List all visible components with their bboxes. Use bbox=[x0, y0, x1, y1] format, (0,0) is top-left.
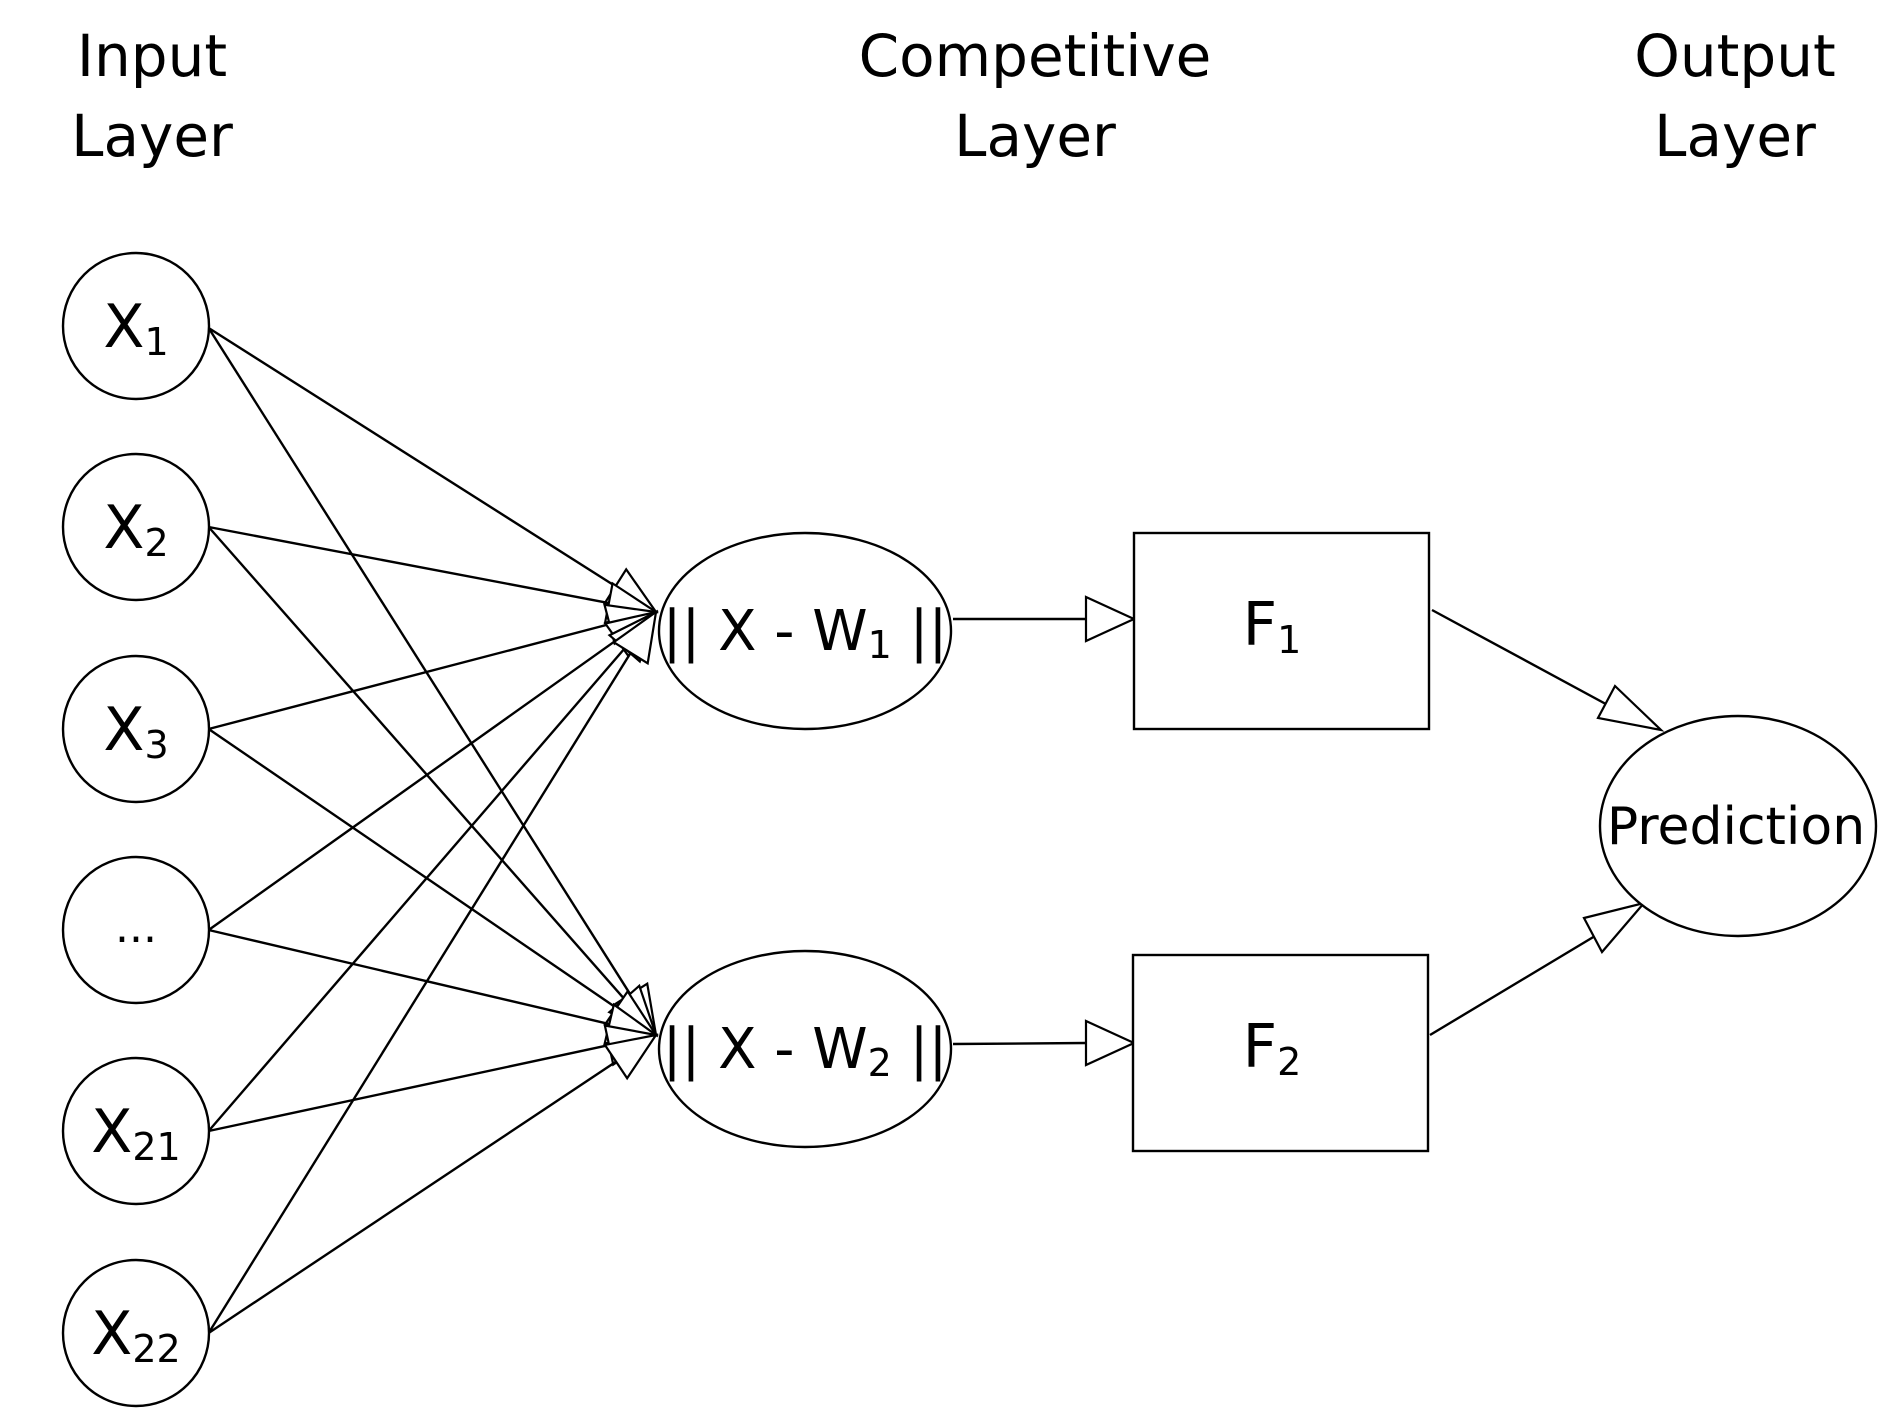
arrowhead bbox=[611, 609, 658, 666]
input-layer-heading: Input Layer bbox=[71, 22, 233, 170]
input-layer-title-line2: Layer bbox=[71, 102, 233, 170]
competitive-node-2: || X - W2 || bbox=[657, 949, 953, 1149]
function-box-f1: F1 bbox=[1132, 531, 1431, 731]
input-node-shape bbox=[61, 855, 211, 1005]
arrowhead bbox=[1084, 595, 1137, 643]
edge-input-1-to-competitive-2 bbox=[207, 327, 658, 1038]
competitive-node-1: || X - W1 || bbox=[657, 531, 953, 731]
edge-f1-to-prediction bbox=[1431, 608, 1665, 732]
competitive-node-1-shape bbox=[657, 531, 953, 731]
input-node-label: X22 bbox=[91, 1299, 180, 1371]
input-node-shape bbox=[61, 1258, 211, 1408]
competitive-node-1-label: || X - W1 || bbox=[663, 599, 948, 667]
edge-input-2-to-competitive-1 bbox=[208, 525, 659, 625]
arrowhead bbox=[1596, 684, 1665, 732]
edge-competitive-1-to-f1 bbox=[953, 595, 1137, 643]
function-box-f2: F2 bbox=[1131, 953, 1430, 1153]
input-node-label: X3 bbox=[103, 695, 168, 767]
edge-input-2-to-competitive-2 bbox=[207, 526, 658, 1038]
input-node-2: X2 bbox=[61, 452, 211, 602]
prediction-node-shape bbox=[1598, 714, 1878, 938]
output-layer-title-line2: Layer bbox=[1654, 102, 1816, 170]
input-node-shape bbox=[61, 452, 211, 602]
function-box-f2-shape bbox=[1131, 953, 1430, 1153]
edge-competitive-2-to-f2 bbox=[952, 1019, 1137, 1067]
output-layer-heading: Output Layer bbox=[1634, 22, 1835, 170]
competitive-layer-title-line2: Layer bbox=[954, 102, 1116, 170]
input-node-label: X21 bbox=[91, 1097, 180, 1169]
input-node-4: ... bbox=[61, 855, 211, 1005]
competitive-layer-heading: Competitive Layer bbox=[859, 22, 1212, 170]
edge-f2-to-prediction bbox=[1429, 901, 1648, 1037]
input-node-6: X22 bbox=[61, 1258, 211, 1408]
output-layer-title-line1: Output bbox=[1634, 22, 1835, 90]
input-layer-title-line1: Input bbox=[77, 22, 227, 90]
input-node-shape bbox=[61, 251, 211, 401]
input-node-label: X1 bbox=[103, 292, 168, 364]
competitive-node-2-shape bbox=[657, 949, 953, 1149]
edge-input-3-to-competitive-1 bbox=[208, 603, 659, 731]
function-box-f1-shape bbox=[1132, 531, 1431, 731]
input-node-label: X2 bbox=[103, 493, 168, 565]
input-node-shape bbox=[61, 654, 211, 804]
arrowhead bbox=[1582, 901, 1648, 954]
edge-input-5-to-competitive-1 bbox=[207, 609, 658, 1132]
edge-input-6-to-competitive-2 bbox=[207, 1033, 659, 1334]
input-connections bbox=[207, 326, 659, 1334]
arrowhead bbox=[603, 1033, 659, 1081]
input-node-3: X3 bbox=[61, 654, 211, 804]
function-box-f2-label: F2 bbox=[1243, 1012, 1302, 1084]
edge-input-4-to-competitive-2 bbox=[208, 928, 659, 1045]
prediction-node-label: Prediction bbox=[1607, 797, 1865, 857]
edge-input-5-to-competitive-2 bbox=[208, 1024, 659, 1133]
prediction-node: Prediction bbox=[1598, 714, 1878, 938]
input-node-1: X1 bbox=[61, 251, 211, 401]
input-node-shape bbox=[61, 1056, 211, 1206]
input-node-label: ... bbox=[115, 902, 157, 953]
arrowhead bbox=[1084, 1019, 1137, 1067]
competitive-node-2-label: || X - W2 || bbox=[663, 1017, 948, 1085]
input-node-5: X21 bbox=[61, 1056, 211, 1206]
function-box-f1-label: F1 bbox=[1243, 590, 1302, 662]
edge-input-6-to-competitive-1 bbox=[207, 609, 658, 1334]
competitive-layer-title-line1: Competitive bbox=[859, 22, 1212, 90]
